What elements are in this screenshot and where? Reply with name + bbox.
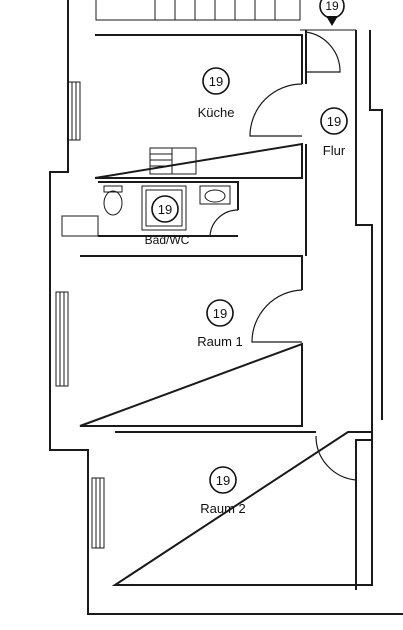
label-raum2: 19 Raum 2 bbox=[200, 466, 246, 516]
room-number-bad: 19 bbox=[158, 202, 172, 217]
room-name-bad: Bad/WC bbox=[145, 233, 190, 247]
sink bbox=[171, 147, 197, 175]
room-name-flur: Flur bbox=[323, 143, 346, 158]
window-raum2 bbox=[91, 477, 105, 549]
room-name-raum2: Raum 2 bbox=[200, 501, 246, 516]
washbasin bbox=[199, 185, 231, 205]
room-name-kueche: Küche bbox=[198, 105, 235, 120]
room-number-raum2: 19 bbox=[216, 473, 230, 488]
label-bad: 19 Bad/WC bbox=[145, 195, 190, 247]
room-number-kueche: 19 bbox=[209, 74, 223, 89]
room-kueche bbox=[94, 34, 303, 179]
stove bbox=[149, 147, 173, 175]
room-raum1 bbox=[79, 255, 303, 427]
room-flur bbox=[305, 30, 341, 256]
label-kueche: 19 Küche bbox=[198, 67, 235, 120]
label-raum1: 19 Raum 1 bbox=[197, 299, 243, 349]
room-number-flur: 19 bbox=[327, 114, 341, 129]
room-bad bbox=[61, 181, 239, 237]
entrance-number: 19 bbox=[325, 0, 339, 13]
window-kueche bbox=[67, 81, 81, 141]
label-flur: 19 Flur bbox=[320, 107, 348, 158]
entrance-marker: 19 bbox=[319, 0, 345, 26]
toilet bbox=[103, 185, 123, 216]
outer-walls bbox=[49, 0, 403, 615]
room-raum2 bbox=[111, 431, 373, 586]
room-number-raum1: 19 bbox=[213, 306, 227, 321]
window-raum1 bbox=[55, 291, 69, 387]
staircase bbox=[95, 0, 301, 21]
shower-tray bbox=[141, 185, 187, 231]
room-name-raum1: Raum 1 bbox=[197, 334, 243, 349]
